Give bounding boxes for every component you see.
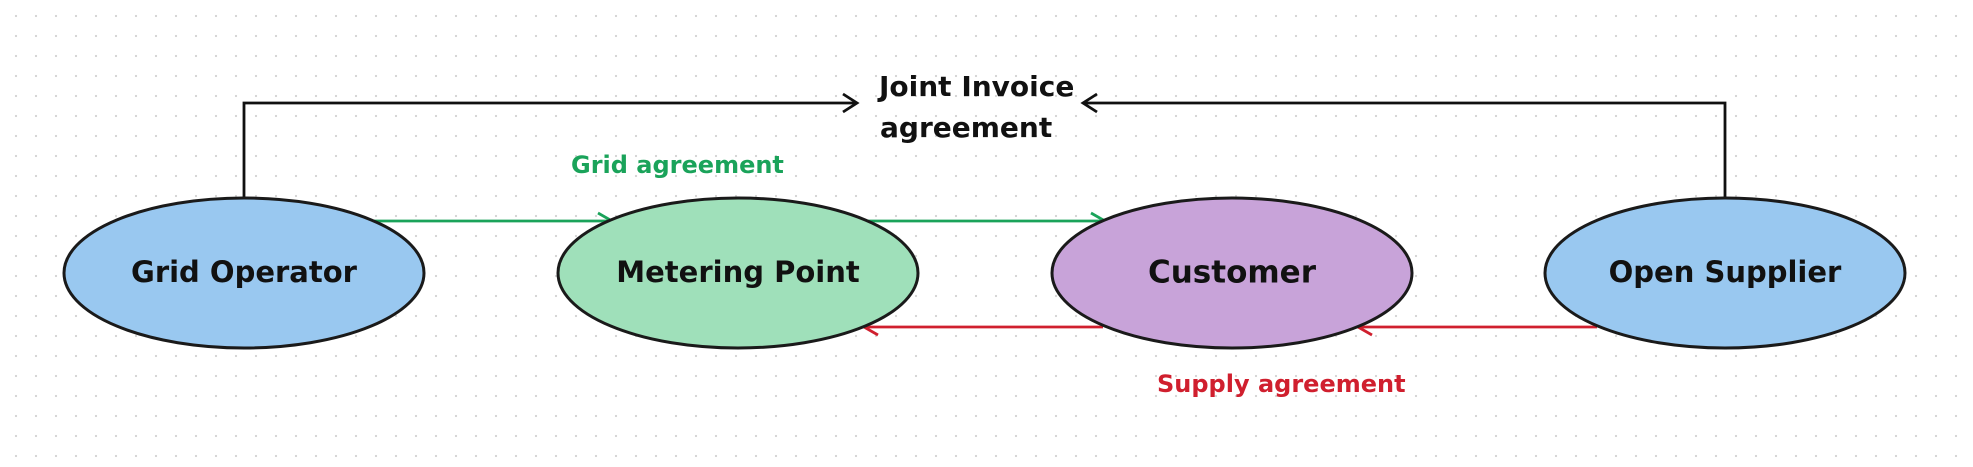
joint-invoice-label-line-1: Joint Invoice [877,70,1074,103]
customer-label: Customer [1148,255,1317,291]
joint-invoice-line-left [242,101,855,198]
supply-agreement-label: Supply agreement [1157,370,1406,398]
joint-invoice-arrowhead-right [1080,92,1098,114]
grid-operator-ellipse [62,196,426,350]
open-supplier-label: Open Supplier [1609,255,1842,289]
customer-ellipse [1050,196,1414,350]
joint-invoice-arrowhead-left [842,92,860,114]
joint-invoice-line-right [1085,101,1727,198]
open-supplier-ellipse [1543,196,1907,350]
node-grid-operator[interactable]: Grid Operator [62,196,426,350]
node-customer[interactable]: Customer [1050,196,1414,350]
node-open-supplier[interactable]: Open Supplier [1543,196,1907,350]
grid-operator-label: Grid Operator [131,255,358,289]
joint-invoice-connector [242,92,1727,198]
metering-point-ellipse [556,196,920,350]
node-metering-point[interactable]: Metering Point [556,196,920,350]
joint-invoice-label-line-2: agreement [880,111,1052,144]
metering-point-label: Metering Point [616,255,860,289]
grid-agreement-label: Grid agreement [571,151,784,179]
